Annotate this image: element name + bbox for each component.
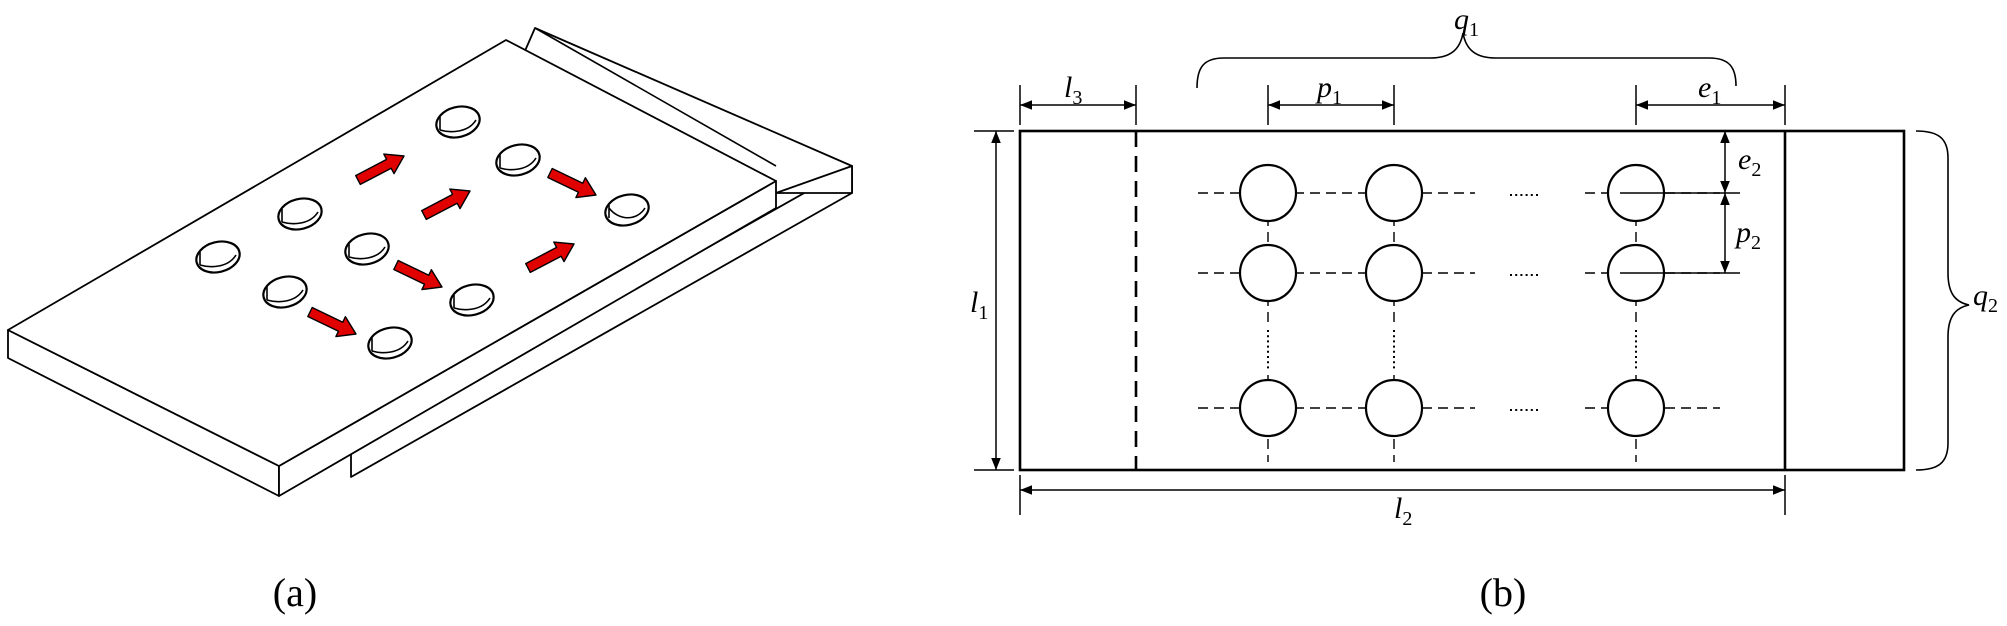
hole-iso [495, 143, 541, 177]
q2-brace [1915, 130, 1970, 471]
label-e1: e1 [1698, 71, 1721, 109]
force-arrow [307, 306, 357, 338]
bolt-holes [1238, 163, 1666, 438]
dimension-lines [974, 85, 1786, 515]
bolt-hole [1606, 378, 1666, 438]
label-l3: l3 [1064, 71, 1082, 109]
caption-b: (b) [1480, 570, 1527, 615]
bolt-hole [1238, 163, 1298, 223]
caption-a: (a) [273, 570, 317, 615]
bolt-hole [1364, 163, 1424, 223]
label-q2: q2 [1973, 279, 1998, 317]
top-plate [7, 39, 777, 497]
joint-outline [1018, 129, 1906, 472]
force-arrow [525, 241, 575, 274]
panel-a-isometric-view: (a) [7, 27, 853, 615]
force-arrows [307, 153, 597, 338]
hole-iso [195, 240, 241, 274]
hole-iso [344, 232, 390, 266]
hole-iso [262, 275, 308, 309]
ellipsis-marks [1267, 194, 1637, 411]
hole-iso [449, 283, 495, 317]
bolt-holes-iso [195, 105, 650, 360]
hole-iso [435, 105, 481, 139]
bolt-hole [1238, 243, 1298, 303]
label-q1: q1 [1454, 3, 1479, 41]
label-l2: l2 [1394, 492, 1412, 530]
hole-iso [277, 197, 323, 231]
bolt-hole [1364, 243, 1424, 303]
label-l1: l1 [970, 286, 988, 324]
label-p1: p1 [1315, 71, 1342, 109]
force-arrow [355, 153, 405, 186]
force-arrow [547, 167, 597, 199]
force-arrow [421, 188, 471, 221]
label-e2: e2 [1738, 143, 1761, 181]
panel-b-plan-view: q1 l3 p1 e1 e2 p2 l1 l2 q2 (b) [970, 3, 1998, 615]
force-arrow [393, 259, 443, 291]
hole-iso [604, 193, 650, 227]
q1-brace [1196, 32, 1737, 89]
label-p2: p2 [1734, 216, 1761, 254]
hole-iso [367, 326, 413, 360]
bolt-hole [1238, 378, 1298, 438]
bolt-hole [1364, 378, 1424, 438]
